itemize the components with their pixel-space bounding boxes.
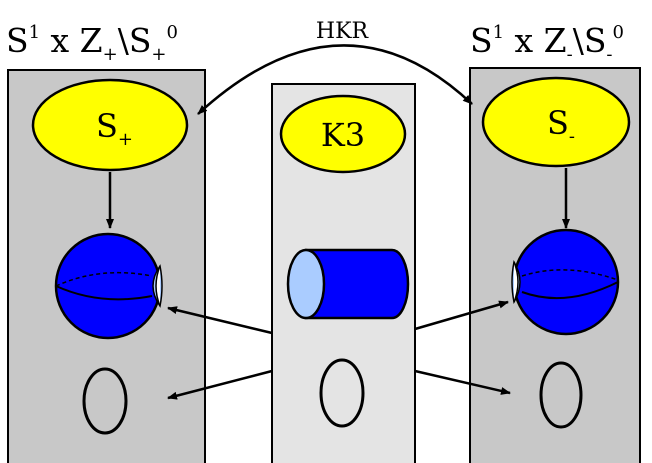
cylinder-icon [286, 248, 410, 320]
left-sphere-icon [54, 232, 163, 340]
right-title: S1 x Z-\S-0 [470, 21, 624, 65]
center-ellipse-node: K3 [279, 94, 407, 174]
right-yellow-ellipse [481, 76, 631, 168]
center-ellipse-label: K3 [321, 116, 365, 154]
right-ring-icon [539, 361, 583, 429]
left-ring-icon [82, 367, 128, 435]
right-ellipse-label: S- [547, 104, 575, 147]
hkr-arrow [197, 44, 473, 115]
left-ellipse-node: S+ [31, 78, 189, 172]
left-title: S1 x Z+\S+0 [6, 21, 178, 65]
arrow-ring-to-right-ring [414, 369, 511, 395]
center-yellow-ellipse [279, 94, 407, 174]
arrow-ring-to-left-ring [167, 369, 273, 400]
left-yellow-ellipse [31, 78, 189, 172]
left-ellipse-label: S+ [96, 107, 133, 150]
center-ring-icon [319, 358, 365, 428]
arrow-cyl-to-left-sphere [167, 306, 273, 335]
right-sphere-icon [511, 228, 620, 336]
arrow-cyl-to-right-sphere [414, 300, 509, 331]
hkr-label: HKR [316, 19, 370, 44]
right-ellipse-node: S- [481, 76, 631, 168]
